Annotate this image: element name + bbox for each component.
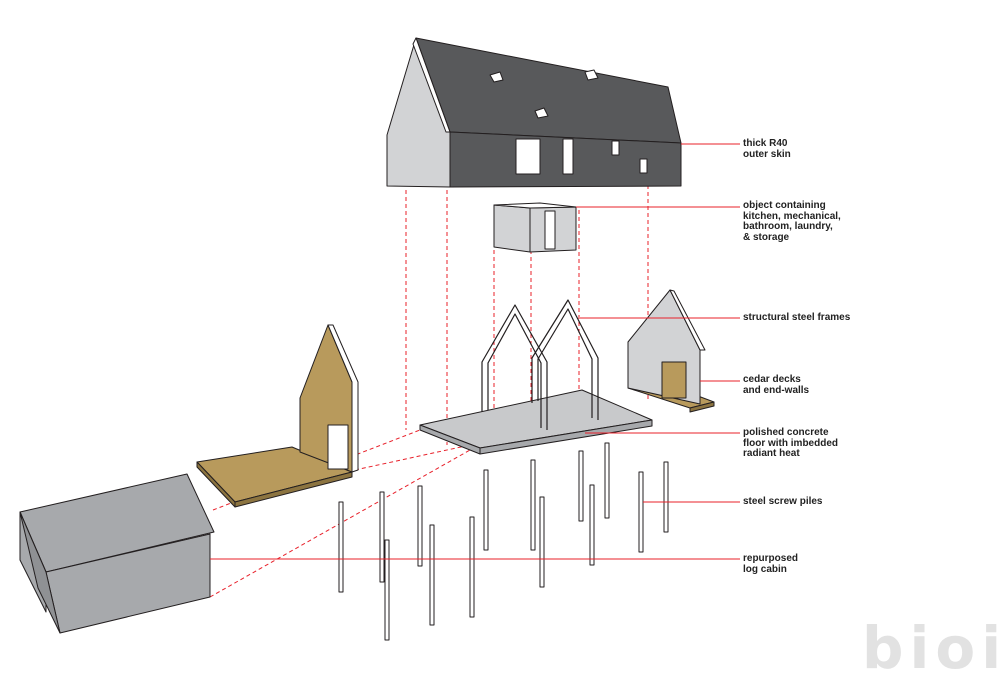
steel-frame-1-inner [487,313,542,428]
screw-pile [589,484,595,566]
label-line: polished concrete [743,427,829,438]
screw-pile [539,496,545,588]
label-line: thick R40 [743,138,788,149]
label-line: bathroom, laundry, [743,221,833,232]
label-frames: structural steel frames [743,312,851,324]
label-line: & storage [743,231,790,243]
screw-pile [663,461,669,533]
screw-pile [604,442,610,519]
steel-frames [481,299,599,430]
label-line: radiant heat [743,448,800,459]
screw-pile [379,491,385,583]
outer-skin-gable-edge [412,37,451,133]
screw-pile [469,516,475,618]
label-line: steel screw piles [743,496,823,507]
bioi-logo: bioi [862,614,1000,673]
object-left-face [493,204,531,253]
label-object: object containing kitchen, mechanical, b… [743,200,841,243]
label-floor: polished concrete floor with imbedded ra… [743,427,838,460]
label-cabin: repurposed log cabin [743,553,799,575]
label-decks: cedar decks and end-walls [743,374,810,396]
steel-frame-2 [531,299,599,420]
label-line: object containing [743,200,826,211]
outer-skin-window-4 [639,158,648,174]
label-line: cedar decks [743,374,801,385]
end-wall-right-edge [669,289,706,351]
logo-text: bioi [862,614,1000,673]
screw-pile [530,459,536,551]
label-line: kitchen, mechanical, [743,210,841,222]
leader-lines [210,143,740,560]
screw-pile [338,501,344,593]
screw-pile [483,469,489,551]
screw-pile [417,485,423,567]
concrete-floor [419,389,653,455]
outer-skin-skylight-1 [489,71,504,83]
outer-skin-window-1 [515,138,541,175]
outer-skin-skylight-3 [534,107,549,119]
screw-pile [638,471,644,553]
label-line: log cabin [743,563,787,575]
outer-skin-window-3 [611,140,620,156]
log-cabin [19,473,215,634]
label-line: and end-walls [743,384,810,396]
label-outer-skin: thick R40 outer skin [743,138,791,160]
object-opening [544,210,556,250]
outer-skin-gable [386,37,451,188]
cedar-deck-right [627,289,715,413]
end-wall-right-door [661,361,687,399]
outer-skin-skylight-2 [584,69,599,81]
cabin-side-wall [19,511,61,634]
outer-skin-window-2 [562,138,574,175]
service-object [493,202,577,253]
label-piles: steel screw piles [743,496,823,508]
floor-edge-front [479,419,653,455]
screw-pile [429,524,435,626]
outer-skin-roof [415,37,682,144]
screw-pile [578,450,584,522]
steel-frame-2-inner [537,308,593,418]
cedar-deck-left [196,324,359,508]
label-line: floor with imbedded [743,437,838,449]
outer-skin [386,37,682,188]
label-line: structural steel frames [743,312,851,323]
screw-piles [338,442,669,641]
label-line: repurposed [743,553,799,564]
end-wall-left-edge [327,324,359,473]
label-line: outer skin [743,148,791,160]
end-wall-left-door [327,424,349,470]
screw-pile [384,539,390,641]
deck-left-front [234,471,353,508]
deck-right-front [689,401,715,413]
steel-frame-1 [481,304,548,430]
